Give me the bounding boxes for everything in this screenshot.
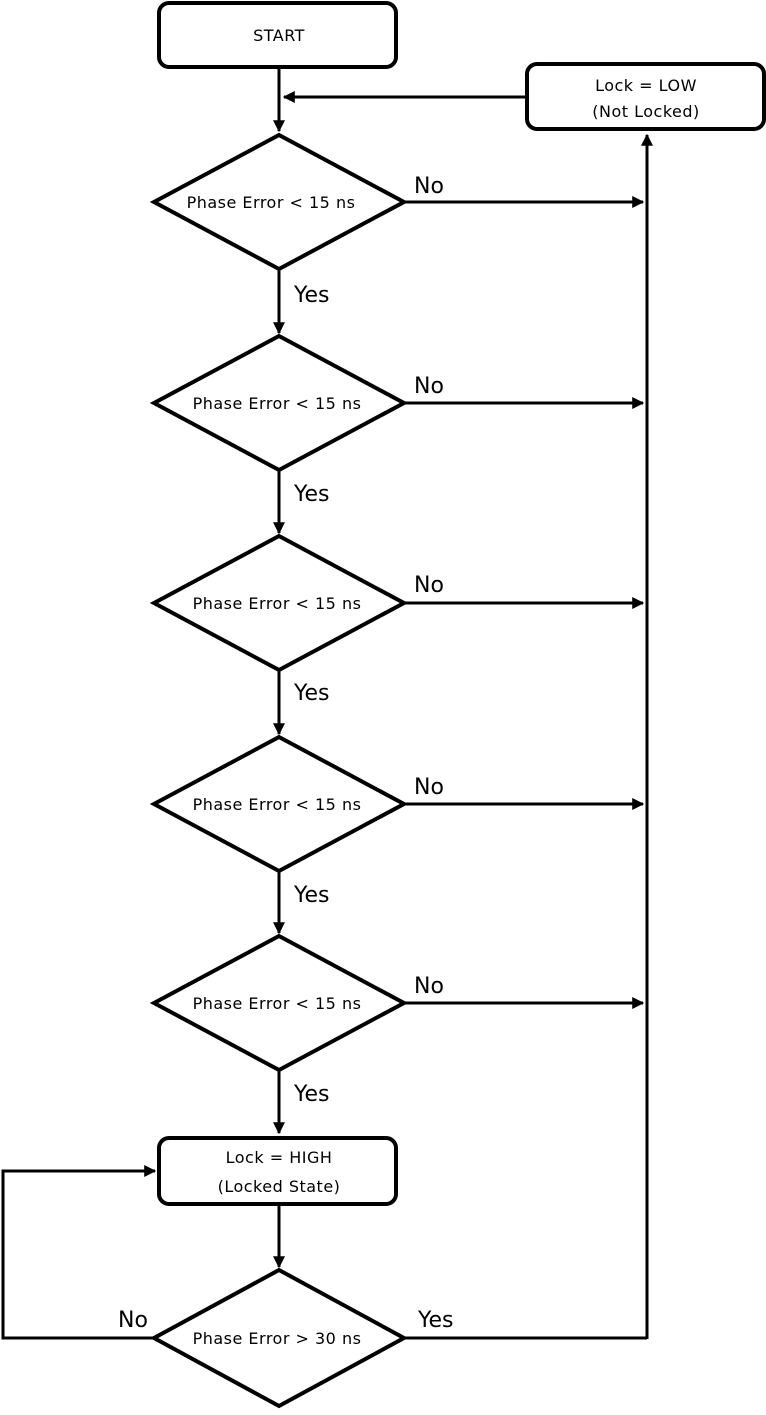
check-5-no-label: No bbox=[414, 974, 444, 999]
start-node: START bbox=[157, 1, 398, 69]
final-check-label: Phase Error > 30 ns bbox=[193, 1329, 362, 1348]
locked-line2: (Locked State) bbox=[218, 1177, 341, 1196]
check-2-label: Phase Error < 15 ns bbox=[193, 394, 362, 413]
check-4-label: Phase Error < 15 ns bbox=[193, 795, 362, 814]
locked-line1: Lock = HIGH bbox=[226, 1148, 333, 1167]
check-5: Phase Error < 15 ns bbox=[149, 933, 409, 1073]
final-check-no-label: No bbox=[118, 1308, 148, 1333]
not-locked-line1: Lock = LOW bbox=[595, 76, 697, 95]
not-locked-line2: (Not Locked) bbox=[592, 102, 700, 121]
final-check: Phase Error > 30 ns bbox=[149, 1267, 409, 1409]
check-3-no-label: No bbox=[414, 573, 444, 598]
check-3-yes-label: Yes bbox=[293, 681, 330, 706]
check-1-no-label: No bbox=[414, 174, 444, 199]
check-3: Phase Error < 15 ns bbox=[149, 533, 409, 673]
check-2-no-label: No bbox=[414, 374, 444, 399]
check-1: Phase Error < 15 ns bbox=[149, 132, 409, 272]
check-2: Phase Error < 15 ns bbox=[149, 333, 409, 473]
check-4-yes-label: Yes bbox=[293, 883, 330, 908]
line-final-no-loop bbox=[1, 1165, 157, 1340]
check-1-yes-label: Yes bbox=[293, 283, 330, 308]
check-4: Phase Error < 15 ns bbox=[149, 734, 409, 874]
start-label: START bbox=[253, 26, 305, 45]
check-1-label: Phase Error < 15 ns bbox=[187, 193, 356, 212]
check-2-yes-label: Yes bbox=[293, 482, 330, 507]
locked-node: Lock = HIGH (Locked State) bbox=[157, 1136, 398, 1206]
check-5-yes-label: Yes bbox=[293, 1082, 330, 1107]
check-3-label: Phase Error < 15 ns bbox=[193, 594, 362, 613]
check-5-label: Phase Error < 15 ns bbox=[193, 994, 362, 1013]
not-locked-node: Lock = LOW (Not Locked) bbox=[525, 62, 766, 131]
final-check-yes-label: Yes bbox=[417, 1308, 454, 1333]
check-4-no-label: No bbox=[414, 775, 444, 800]
